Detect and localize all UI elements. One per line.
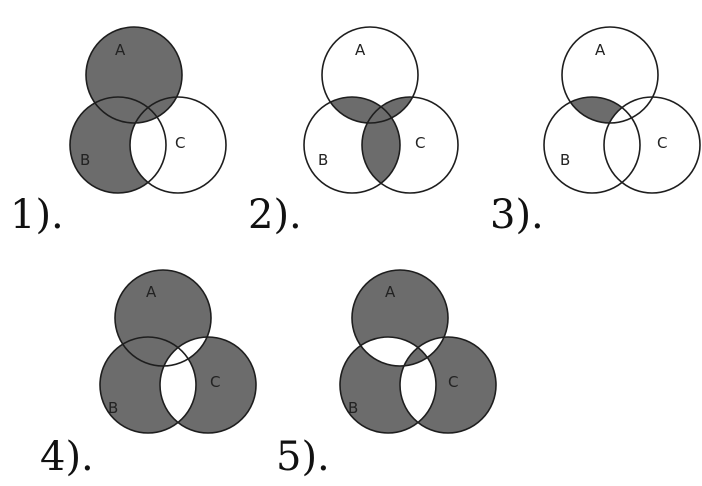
- circle-b: [303, 96, 401, 194]
- set-label-a: A: [146, 283, 157, 301]
- circle-c: [129, 96, 227, 194]
- set-label-c: C: [415, 134, 425, 152]
- set-label-b: B: [348, 399, 358, 417]
- diagram-label-1: 1).: [10, 192, 64, 238]
- circle-a: [351, 269, 449, 367]
- set-label-c: C: [657, 134, 667, 152]
- diagram-label-5: 5).: [276, 434, 330, 480]
- circle-c: [159, 336, 257, 434]
- diagram-label-3: 3).: [490, 192, 544, 238]
- set-label-a: A: [115, 41, 126, 59]
- circle-c: [603, 96, 701, 194]
- circle-b: [543, 96, 641, 194]
- set-label-b: B: [318, 151, 328, 169]
- set-label-a: A: [385, 283, 396, 301]
- circle-b: [99, 336, 197, 434]
- set-label-c: C: [210, 373, 220, 391]
- circle-a: [85, 26, 183, 124]
- set-label-b: B: [108, 399, 118, 417]
- set-label-a: A: [355, 41, 366, 59]
- set-label-a: A: [595, 41, 606, 59]
- set-label-b: B: [560, 151, 570, 169]
- diagram-label-2: 2).: [248, 192, 302, 238]
- circle-c: [361, 96, 459, 194]
- circle-a: [114, 269, 212, 367]
- circle-a: [321, 26, 419, 124]
- set-label-c: C: [448, 373, 458, 391]
- circle-b: [339, 336, 437, 434]
- diagram-label-4: 4).: [40, 434, 94, 480]
- circle-c: [399, 336, 497, 434]
- set-label-c: C: [175, 134, 185, 152]
- circle-b: [69, 96, 167, 194]
- set-label-b: B: [80, 151, 90, 169]
